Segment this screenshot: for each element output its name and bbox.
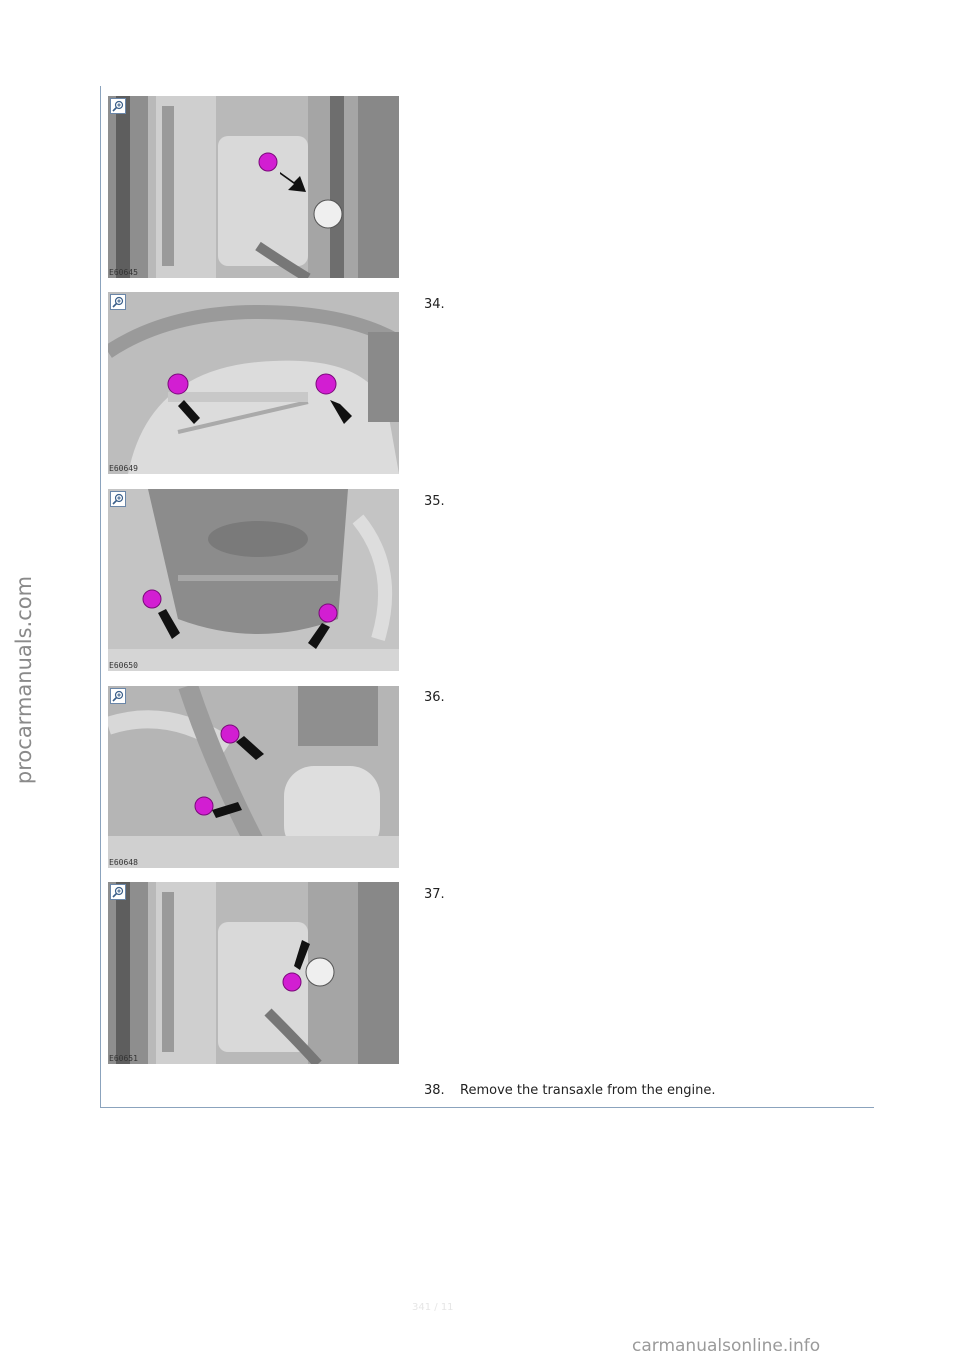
side-watermark-text: procarmanuals.com xyxy=(12,575,36,785)
page-number: 341 / 11 xyxy=(412,1302,454,1313)
step-37: 37. xyxy=(424,887,460,902)
engine-illustration-5 xyxy=(108,882,399,1064)
figure-label: E60650 xyxy=(109,661,138,670)
zoom-in-button[interactable] xyxy=(110,98,126,114)
step-number: 36. xyxy=(424,690,445,705)
zoom-in-icon xyxy=(112,296,124,308)
figure-label: E60649 xyxy=(109,464,138,473)
table-left-rule xyxy=(100,86,101,1108)
step-text: Remove the transaxle from the engine. xyxy=(460,1083,716,1098)
zoom-in-button[interactable] xyxy=(110,294,126,310)
engine-illustration-2 xyxy=(108,292,399,474)
engine-illustration-4 xyxy=(108,686,399,868)
step-34: 34. xyxy=(424,297,460,312)
step-number: 38. xyxy=(424,1083,445,1098)
zoom-in-icon xyxy=(112,886,124,898)
step-38: 38. Remove the transaxle from the engine. xyxy=(424,1083,716,1098)
side-watermark: procarmanuals.com xyxy=(4,560,44,800)
figure-e60648: E60648 xyxy=(108,686,399,868)
zoom-in-button[interactable] xyxy=(110,688,126,704)
zoom-in-icon xyxy=(112,690,124,702)
zoom-in-button[interactable] xyxy=(110,884,126,900)
step-number: 35. xyxy=(424,494,445,509)
zoom-in-icon xyxy=(112,100,124,112)
step-36: 36. xyxy=(424,690,460,705)
figure-label: E60648 xyxy=(109,858,138,867)
table-bottom-rule xyxy=(100,1107,874,1108)
figure-e60650: E60650 xyxy=(108,489,399,671)
zoom-in-button[interactable] xyxy=(110,491,126,507)
figure-e60645: E60645 xyxy=(108,96,399,278)
figure-e60649: E60649 xyxy=(108,292,399,474)
step-number: 34. xyxy=(424,297,445,312)
bottom-watermark[interactable]: carmanualsonline.info xyxy=(632,1336,821,1356)
engine-illustration-3 xyxy=(108,489,399,671)
step-number: 37. xyxy=(424,887,445,902)
engine-illustration-1 xyxy=(108,96,399,278)
figure-e60651: E60651 xyxy=(108,882,399,1064)
figure-label: E60645 xyxy=(109,268,138,277)
zoom-in-icon xyxy=(112,493,124,505)
figure-label: E60651 xyxy=(109,1054,138,1063)
step-35: 35. xyxy=(424,494,460,509)
